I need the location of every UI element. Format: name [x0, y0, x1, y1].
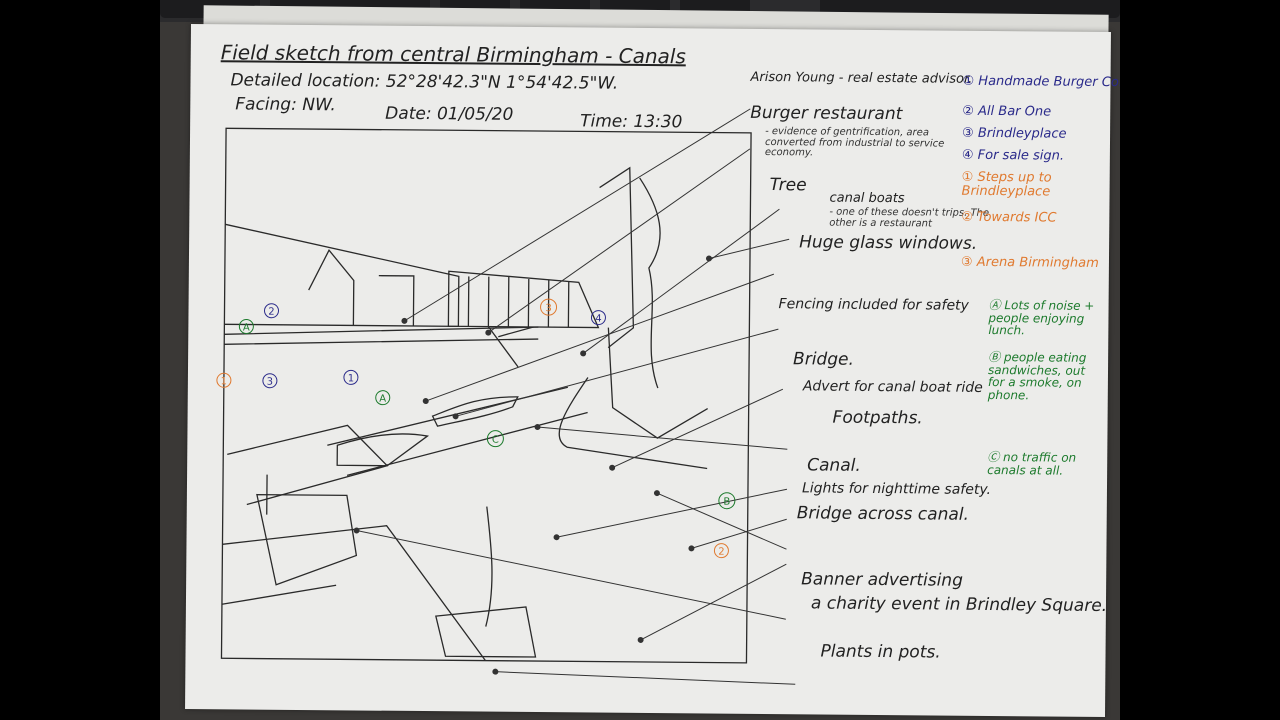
key-green-b: Ⓑ people eating sandwiches, out for a sm… [987, 349, 1087, 403]
facing-line: Facing: NW. [235, 94, 336, 116]
marker-orange-3: 3 [545, 303, 551, 314]
marker-green-a2: A [379, 394, 386, 405]
annotation-fencing: Fencing included for safety [778, 296, 969, 314]
key-orange-1: ① Steps up to Brindleyplace [961, 169, 1052, 200]
annotation-glass: Huge glass windows. [799, 232, 978, 254]
annotation-bridge-across: Bridge across canal. [796, 503, 970, 525]
sketch-frame [220, 127, 752, 664]
annotation-burger: Burger restaurant [750, 102, 903, 125]
marker-blue-1: 1 [348, 373, 354, 384]
marker-green-c: C [492, 435, 499, 446]
key-orange-3: ③ Arena Birmingham [960, 254, 1099, 271]
annotation-gentrification: - evidence of gentrification, area conve… [764, 126, 945, 159]
key-blue-2: ② All Bar One [962, 103, 1052, 120]
annotation-banner-2: a charity event in Brindley Square. [810, 593, 1108, 617]
field-sketch-paper: 2 1 3 4 3 1 2 A A B C [185, 23, 1120, 718]
key-green-c: Ⓒ no traffic on canals at all. [987, 449, 1077, 478]
marker-orange-1: 1 [221, 376, 227, 387]
key-blue-1: ① Handmade Burger Co. [962, 73, 1120, 91]
key-blue-3: ③ Brindleyplace [962, 125, 1067, 142]
annotation-lights: Lights for nighttime safety. [801, 480, 992, 498]
annotation-advert: Advert for canal boat ride [802, 378, 983, 396]
time-line: Time: 13:30 [580, 111, 683, 133]
annotation-plants: Plants in pots. [820, 641, 941, 663]
annotation-canal: Canal. [807, 455, 861, 476]
marker-green-a: A [243, 322, 250, 333]
key-orange-2: ② Towards ICC [961, 209, 1057, 226]
location-line: Detailed location: 52°28'42.3"N 1°54'42.… [230, 70, 619, 94]
annotation-banner-1: Banner advertising [801, 569, 963, 591]
annotation-arison: Arison Young - real estate advisor. [750, 69, 973, 87]
annotation-bridge: Bridge. [793, 349, 855, 370]
sketch-drawing: 2 1 3 4 3 1 2 A A B C [216, 108, 796, 685]
date-line: Date: 01/05/20 [385, 103, 514, 125]
marker-blue-4: 4 [595, 314, 601, 325]
key-blue-4: ④ For sale sign. [961, 147, 1065, 164]
marker-green-b: B [723, 497, 730, 508]
photo: 2 1 3 4 3 1 2 A A B C [160, 0, 1120, 720]
marker-blue-2: 2 [268, 307, 274, 318]
marker-blue-3: 3 [267, 377, 273, 388]
key-green-a: Ⓐ Lots of noise + people enjoying lunch. [988, 297, 1095, 338]
annotation-tree: Tree [769, 175, 807, 196]
marker-orange-2: 2 [718, 547, 724, 558]
annotation-footpaths: Footpaths. [832, 407, 923, 429]
annotation-canalboat: canal boats [829, 190, 905, 207]
sketch-title: Field sketch from central Birmingham - C… [220, 40, 686, 69]
